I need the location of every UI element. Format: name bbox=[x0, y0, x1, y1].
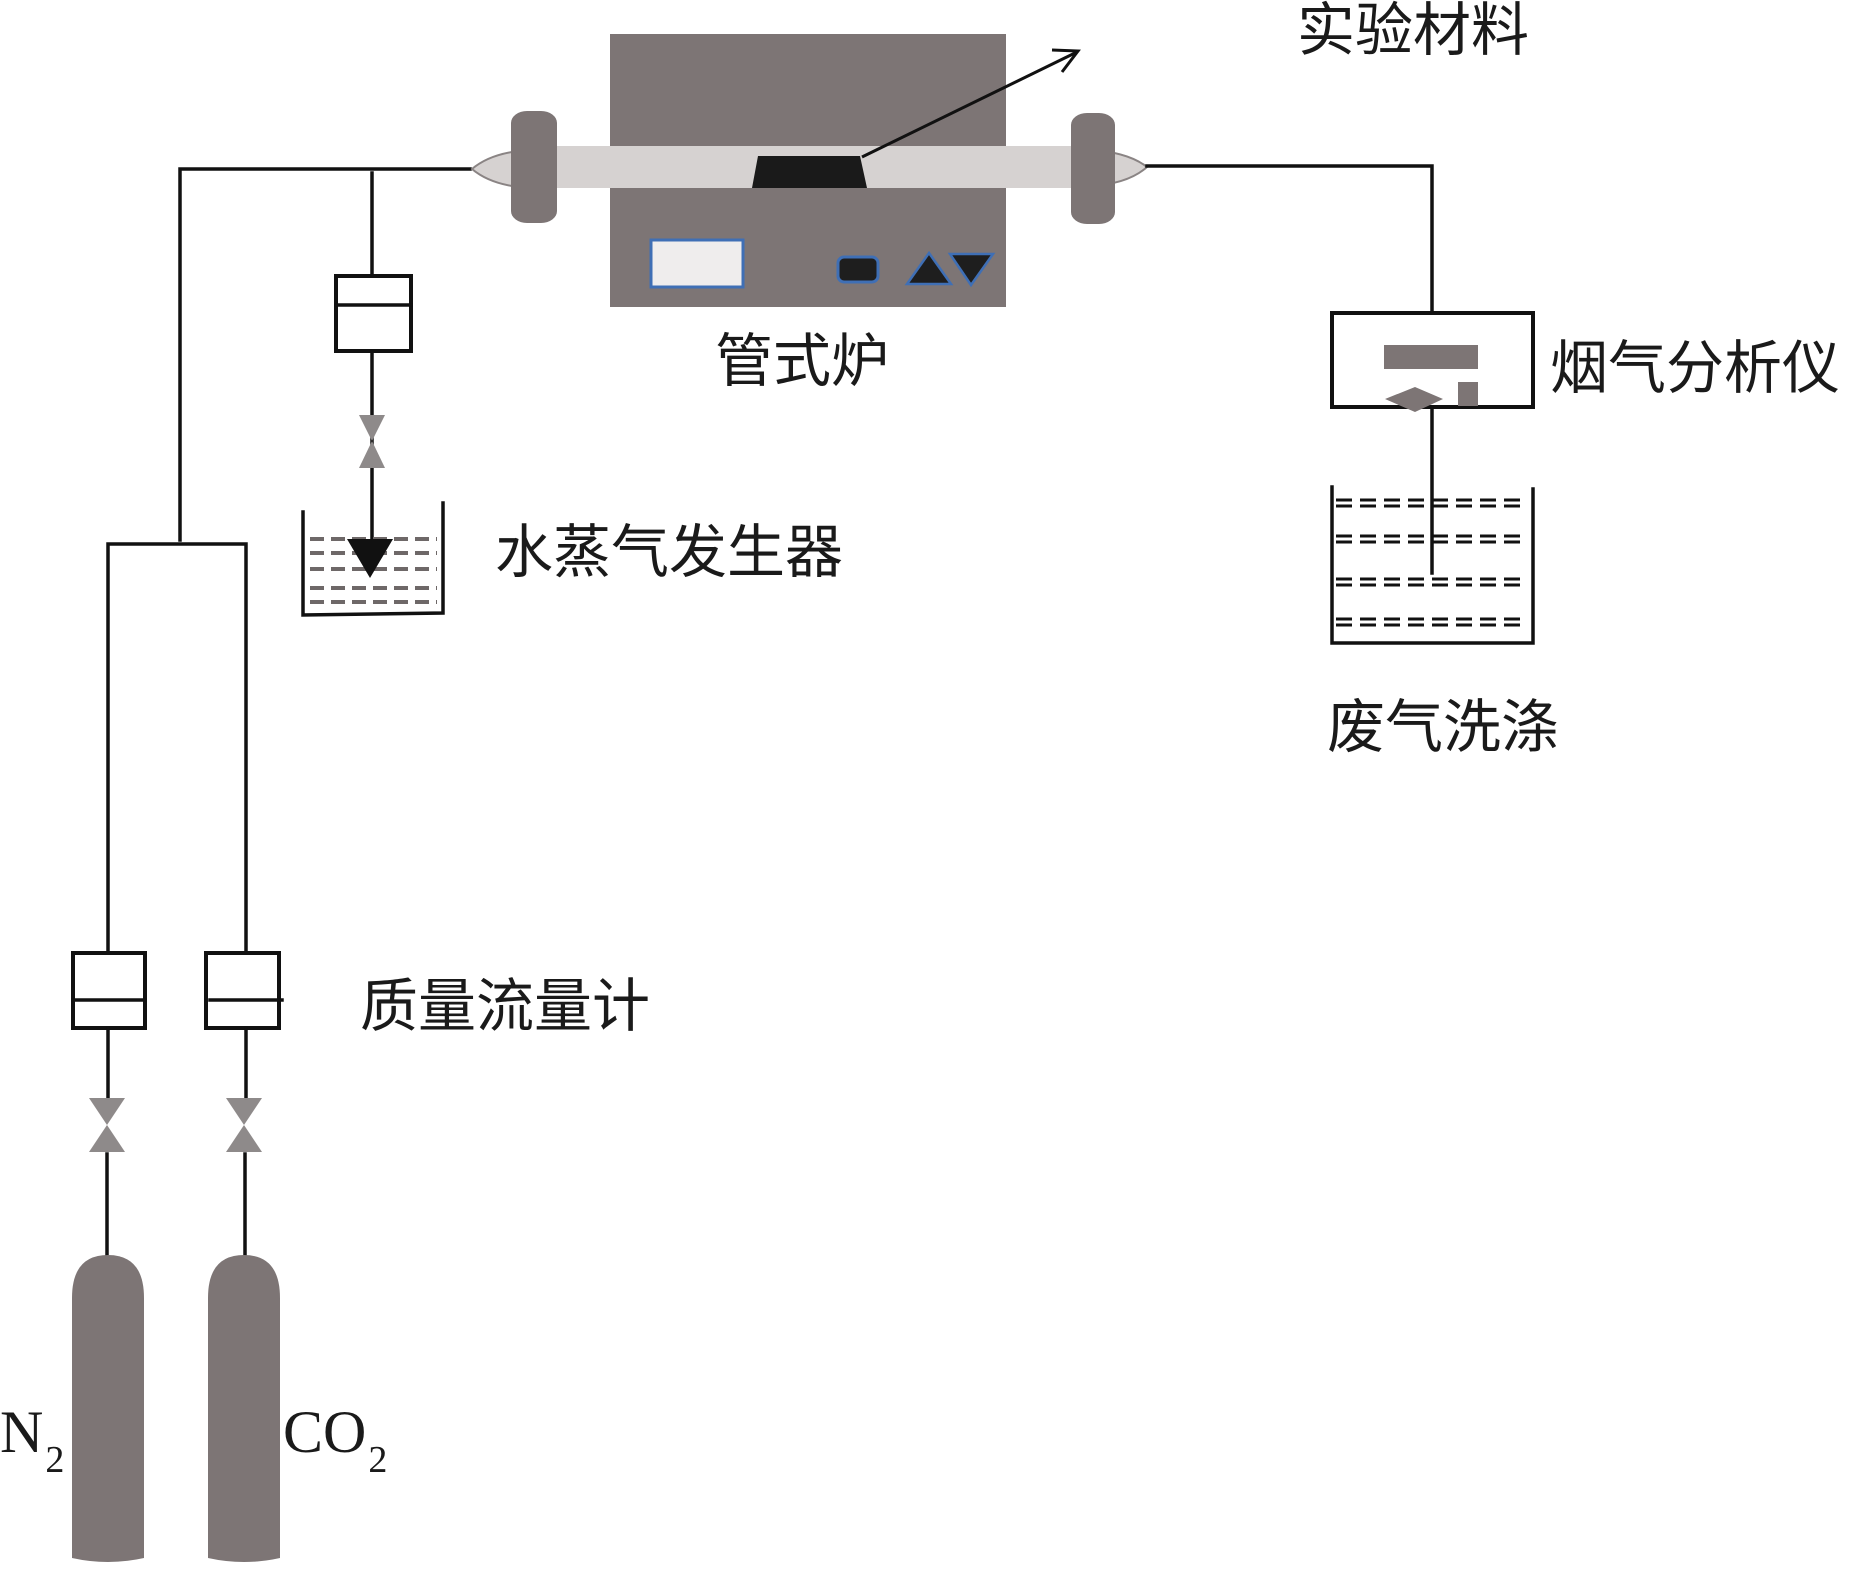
exhaust-scrubber bbox=[1330, 485, 1535, 645]
analyzer-label: 烟气分析仪 bbox=[1550, 334, 1840, 402]
sample-boat bbox=[752, 156, 867, 188]
steam-generator-label: 水蒸气发生器 bbox=[495, 518, 843, 586]
n2-label: N2 bbox=[0, 1399, 64, 1481]
scrubber-label: 废气洗涤 bbox=[1327, 693, 1559, 761]
n2-valve-icon bbox=[89, 1098, 125, 1152]
steam-valve-icon bbox=[359, 415, 385, 468]
co2-valve-icon bbox=[226, 1098, 262, 1152]
analyzer-inlet-icon bbox=[1385, 387, 1443, 412]
co2-flow-meter bbox=[204, 951, 284, 1030]
outlet-pipe bbox=[1145, 164, 1434, 315]
n2-cylinder-icon bbox=[72, 1255, 144, 1562]
up-arrow-icon bbox=[904, 250, 954, 286]
sample-label: 实验材料 bbox=[1297, 0, 1529, 64]
sample-pointer-arrow bbox=[861, 48, 1081, 159]
gas-manifold-pipe bbox=[106, 542, 248, 955]
analyzer-button bbox=[1458, 382, 1478, 406]
furnace-label: 管式炉 bbox=[715, 327, 889, 395]
furnace-button bbox=[836, 255, 880, 284]
right-flange bbox=[1071, 113, 1115, 224]
water-drop-icon bbox=[347, 539, 393, 578]
main-inlet-pipe bbox=[178, 167, 472, 542]
tube-furnace bbox=[470, 34, 1149, 307]
down-arrow-icon bbox=[947, 252, 996, 288]
scrubber-outline bbox=[1330, 485, 1535, 645]
left-flange bbox=[511, 111, 557, 223]
steam-flow-meter bbox=[334, 274, 413, 353]
beaker-outline bbox=[301, 501, 445, 617]
steam-generator bbox=[301, 501, 445, 617]
analyzer-display bbox=[1384, 345, 1478, 369]
co2-cylinder-icon bbox=[208, 1255, 280, 1562]
furnace-display bbox=[649, 238, 745, 289]
flue-gas-analyzer bbox=[1330, 311, 1535, 412]
mass-flow-meter-label: 质量流量计 bbox=[360, 972, 650, 1040]
inlet-piping bbox=[106, 167, 472, 955]
n2-flow-meter bbox=[71, 951, 147, 1030]
co2-label: CO2 bbox=[283, 1399, 387, 1481]
